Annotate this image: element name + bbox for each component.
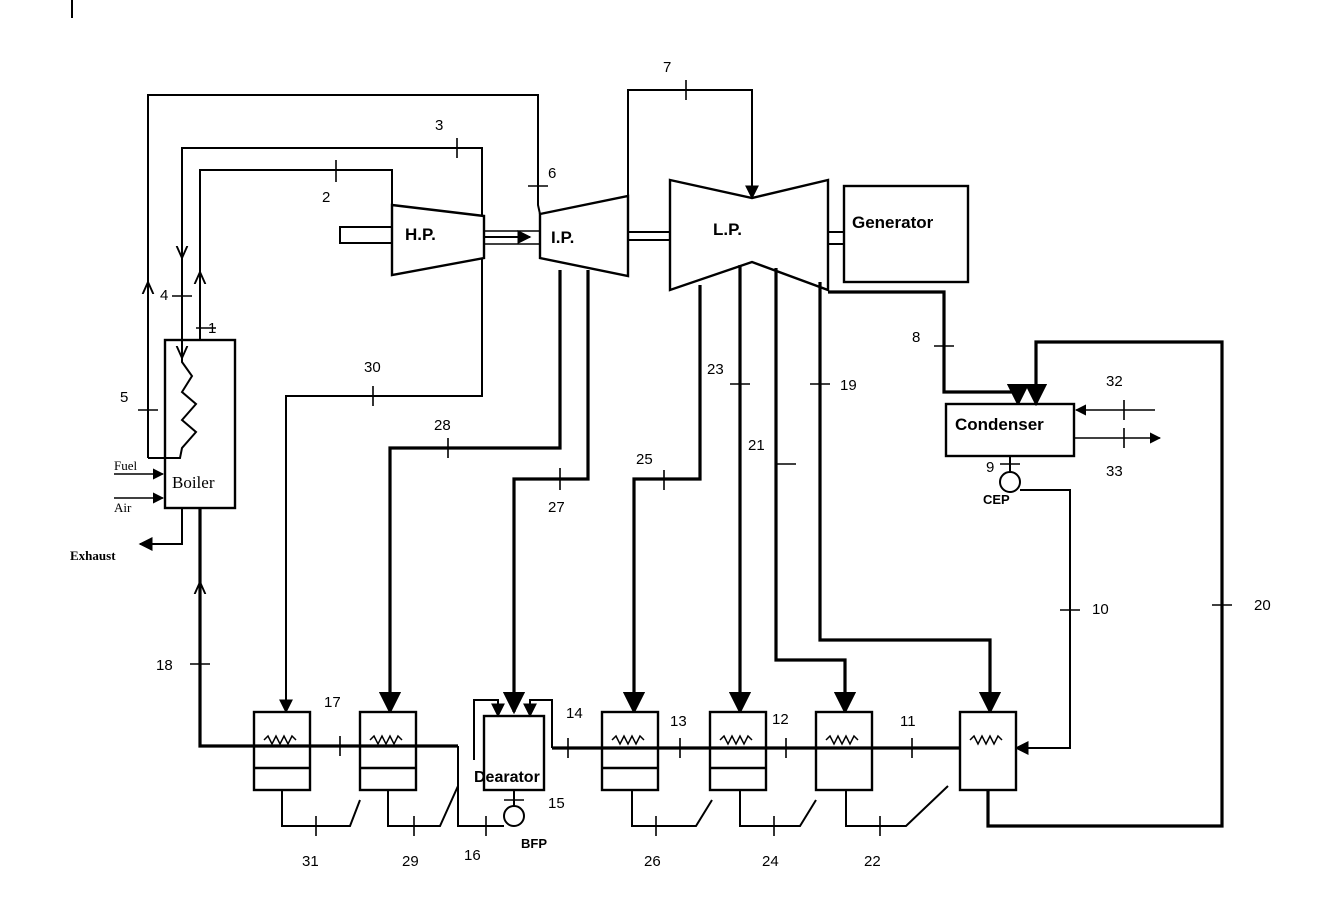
state-point-18: 18 — [156, 657, 173, 674]
generator — [842, 184, 970, 284]
hp-shaft — [339, 226, 393, 244]
state-point-24: 24 — [762, 853, 779, 870]
state-point-31: 31 — [302, 853, 319, 870]
dearator — [482, 714, 546, 792]
state-point-26: 26 — [644, 853, 661, 870]
feedwater-heater-2 — [358, 710, 418, 792]
feedwater-heater-4 — [600, 710, 660, 792]
state-point-27: 27 — [548, 499, 565, 516]
state-point-10: 10 — [1092, 601, 1109, 618]
air-label: Air — [114, 500, 132, 515]
lp-turbine-label: L.P. — [713, 220, 742, 239]
state-point-16: 16 — [464, 847, 481, 864]
state-point-8: 8 — [912, 329, 920, 346]
state-point-15: 15 — [548, 795, 565, 812]
ip-turbine — [538, 194, 630, 278]
cep-label: CEP — [983, 492, 1010, 507]
dearator-label: Dearator — [474, 769, 540, 786]
feedwater-heater-7 — [958, 710, 1018, 792]
fuel-label: Fuel — [114, 458, 138, 473]
state-point-20: 20 — [1254, 597, 1271, 614]
condenser-label: Condenser — [955, 415, 1044, 434]
generator-label: Generator — [852, 213, 934, 232]
bfp-pump — [503, 805, 525, 827]
state-point-12: 12 — [772, 711, 789, 728]
state-point-9: 9 — [986, 459, 994, 476]
state-point-23: 23 — [707, 361, 724, 378]
state-point-3: 3 — [435, 117, 443, 134]
hp-turbine — [390, 203, 486, 277]
state-point-21: 21 — [748, 437, 765, 454]
state-point-25: 25 — [636, 451, 653, 468]
state-point-19: 19 — [840, 377, 857, 394]
exhaust-label: Exhaust — [70, 548, 116, 563]
ip-turbine-label: I.P. — [551, 228, 574, 247]
state-point-30: 30 — [364, 359, 381, 376]
state-point-7: 7 — [663, 59, 671, 76]
hp-turbine-label: H.P. — [405, 225, 436, 244]
state-point-6: 6 — [548, 165, 556, 182]
lp-turbine — [668, 178, 830, 292]
state-point-1: 1 — [208, 320, 216, 337]
state-point-11: 11 — [900, 713, 916, 730]
boiler-label: Boiler — [172, 473, 215, 492]
state-point-13: 13 — [670, 713, 687, 730]
state-point-2: 2 — [322, 189, 330, 206]
feedwater-heater-5 — [708, 710, 768, 792]
state-point-17: 17 — [324, 694, 341, 711]
state-point-14: 14 — [566, 705, 583, 722]
state-point-28: 28 — [434, 417, 451, 434]
state-point-32: 32 — [1106, 373, 1123, 390]
state-point-29: 29 — [402, 853, 419, 870]
state-point-33: 33 — [1106, 463, 1123, 480]
state-point-5: 5 — [120, 389, 128, 406]
state-point-4: 4 — [160, 287, 168, 304]
feedwater-heater-1 — [252, 710, 312, 792]
condenser — [944, 402, 1076, 458]
state-point-22: 22 — [864, 853, 881, 870]
cep-pump — [999, 471, 1021, 493]
feedwater-heater-6 — [814, 710, 874, 792]
bfp-label: BFP — [521, 836, 547, 851]
